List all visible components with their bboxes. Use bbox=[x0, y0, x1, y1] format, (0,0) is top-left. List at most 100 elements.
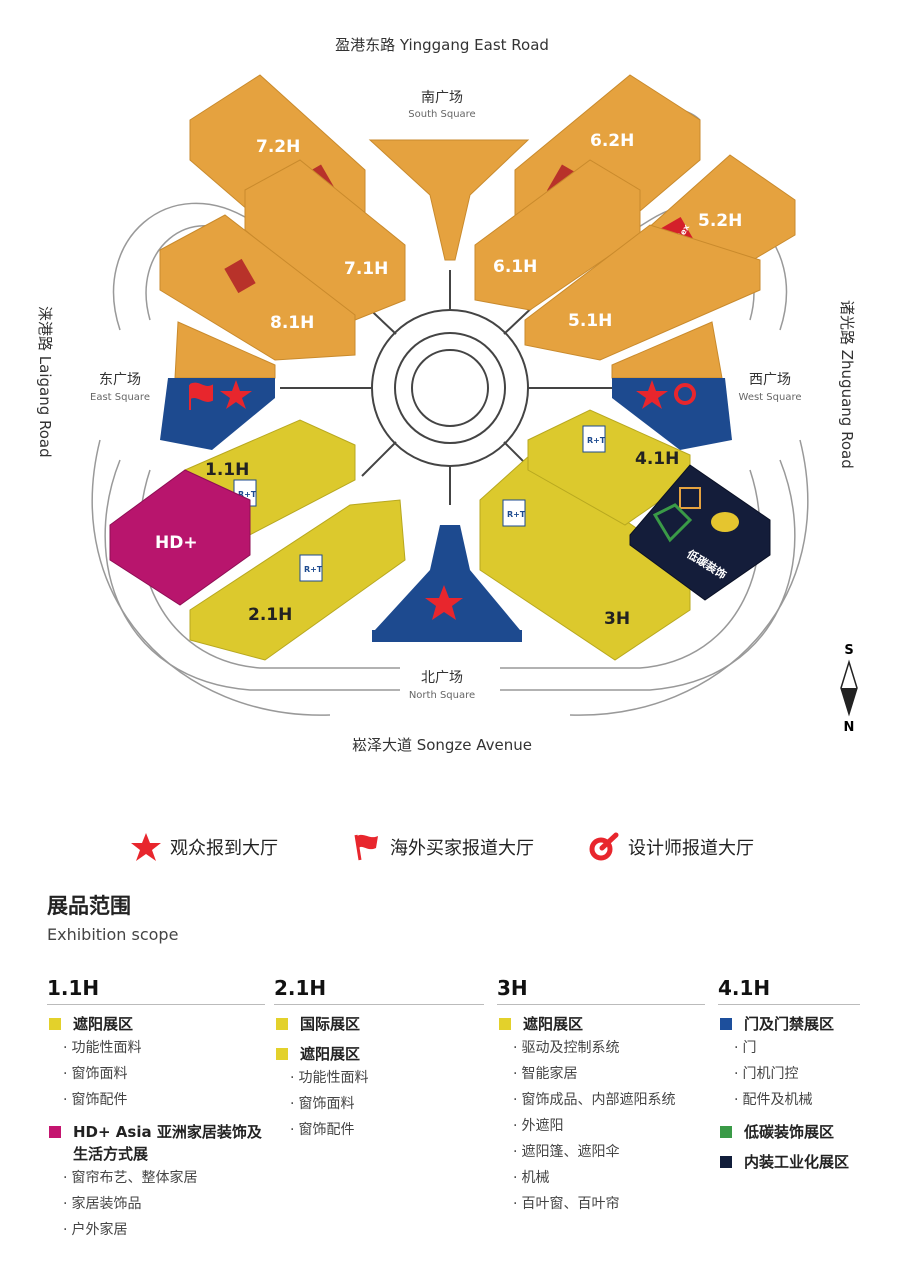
west-square-cn: 西广场 bbox=[749, 372, 791, 388]
road-west: 涞港路 Laigang Road bbox=[36, 306, 54, 458]
central-roundabout bbox=[280, 270, 620, 505]
legend-flag-label: 海外买家报道大厅 bbox=[390, 838, 534, 859]
scope-item: 配件及机械 bbox=[718, 1087, 860, 1113]
scope-hall-header: 4.1H bbox=[718, 976, 860, 1005]
scope-category: 国际展区 bbox=[274, 1013, 484, 1035]
legend-visitor-registration: 观众报到大厅 bbox=[130, 832, 278, 862]
north-square-cn: 北广场 bbox=[421, 670, 463, 686]
hall-4-1[interactable]: R+T 4.1H bbox=[527, 409, 691, 526]
scope-category: HD+ Asia 亚洲家居装饰及生活方式展 bbox=[47, 1121, 265, 1165]
west-square: 西广场 West Square bbox=[611, 321, 802, 450]
road-south: 崧泽大道 Songze Avenue bbox=[352, 736, 532, 754]
scope-column-1-1: 1.1H 遮阳展区 功能性面料 窗饰面料 窗饰配件 HD+ Asia 亚洲家居装… bbox=[47, 976, 265, 1243]
hall-label-4-1: 4.1H bbox=[635, 449, 679, 469]
category-label: 内装工业化展区 bbox=[744, 1153, 850, 1171]
scope-category: 遮阳展区 bbox=[47, 1013, 265, 1035]
south-square-cn: 南广场 bbox=[421, 90, 463, 106]
scope-category: 遮阳展区 bbox=[497, 1013, 705, 1035]
rt-badge-1-1: R+T bbox=[238, 490, 257, 499]
star-icon bbox=[636, 380, 668, 409]
rt-badge-4-1: R+T bbox=[587, 436, 606, 445]
category-label: 国际展区 bbox=[300, 1015, 361, 1033]
hall-label-1-1: 1.1H bbox=[205, 460, 249, 480]
category-label: 遮阳展区 bbox=[300, 1045, 361, 1063]
category-label: 门及门禁展区 bbox=[744, 1015, 835, 1033]
hall-label-8-1: 8.1H bbox=[270, 313, 314, 333]
scope-hall-header: 2.1H bbox=[274, 976, 484, 1005]
category-label: HD+ Asia 亚洲家居装饰及生活方式展 bbox=[73, 1123, 262, 1163]
scope-item: 机械 bbox=[497, 1165, 705, 1191]
hall-label-6-1: 6.1H bbox=[493, 257, 537, 277]
scope-subtitle: Exhibition scope bbox=[47, 925, 179, 944]
hall-7-1[interactable]: 7.1H bbox=[244, 159, 406, 321]
rt-badge-3: R+T bbox=[507, 510, 526, 519]
road-north: 盈港东路 Yinggang East Road bbox=[335, 36, 549, 54]
scope-item: 家居装饰品 bbox=[47, 1191, 265, 1217]
compass: S N bbox=[840, 643, 858, 735]
category-swatch bbox=[49, 1018, 61, 1030]
hall-label-5-1: 5.1H bbox=[568, 311, 612, 331]
designer-icon bbox=[589, 832, 619, 861]
star-icon bbox=[220, 380, 252, 409]
scope-item: 外遮阳 bbox=[497, 1113, 705, 1139]
scope-hall-header: 1.1H bbox=[47, 976, 265, 1005]
hall-5-1[interactable]: 5.1H bbox=[524, 224, 761, 361]
east-square-cn: 东广场 bbox=[99, 372, 141, 388]
category-swatch bbox=[276, 1018, 288, 1030]
scope-hall-header: 3H bbox=[497, 976, 705, 1005]
east-square-en: East Square bbox=[90, 392, 150, 403]
category-swatch bbox=[499, 1018, 511, 1030]
category-swatch bbox=[720, 1126, 732, 1138]
north-square: 北广场 North Square bbox=[372, 525, 522, 701]
scope-item: 百叶窗、百叶帘 bbox=[497, 1191, 705, 1217]
flag-icon bbox=[189, 382, 213, 410]
compass-s: S bbox=[844, 643, 853, 658]
hall-label-7-1: 7.1H bbox=[344, 259, 388, 279]
legend-star-label: 观众报到大厅 bbox=[170, 838, 278, 859]
flag-icon bbox=[354, 834, 378, 861]
category-label: 低碳装饰展区 bbox=[744, 1123, 835, 1141]
category-swatch bbox=[720, 1156, 732, 1168]
scope-item: 功能性面料 bbox=[47, 1035, 265, 1061]
hall-low-carbon[interactable]: 低碳装饰 bbox=[629, 464, 771, 601]
hd-logo: HD+ bbox=[155, 533, 198, 553]
scope-item: 窗饰配件 bbox=[274, 1117, 484, 1143]
scope-item: 窗饰面料 bbox=[47, 1061, 265, 1087]
scope-item: 门机门控 bbox=[718, 1061, 860, 1087]
category-swatch bbox=[276, 1048, 288, 1060]
scope-category: 门及门禁展区 bbox=[718, 1013, 860, 1035]
scope-column-3: 3H 遮阳展区 驱动及控制系统 智能家居 窗饰成品、内部遮阳系统 外遮阳 遮阳篷… bbox=[497, 976, 705, 1217]
category-label: 遮阳展区 bbox=[73, 1015, 134, 1033]
compass-n: N bbox=[844, 720, 855, 735]
hall-label-5-2: 5.2H bbox=[698, 211, 742, 231]
west-square-en: West Square bbox=[739, 392, 802, 403]
scope-item: 窗饰面料 bbox=[274, 1091, 484, 1117]
category-swatch bbox=[720, 1018, 732, 1030]
category-swatch bbox=[49, 1126, 61, 1138]
hall-8-1[interactable]: 8.1H bbox=[159, 214, 356, 361]
legend-overseas-buyer: 海外买家报道大厅 bbox=[352, 832, 534, 862]
rt-badge-2-1: R+T bbox=[304, 565, 323, 574]
south-square-en: South Square bbox=[408, 109, 475, 120]
scope-category: 遮阳展区 bbox=[274, 1043, 484, 1065]
star-icon bbox=[425, 585, 463, 620]
scope-title: 展品范围 bbox=[47, 894, 131, 918]
hall-hd-asia[interactable]: HD+ bbox=[109, 469, 251, 606]
scope-category: 内装工业化展区 bbox=[718, 1151, 860, 1173]
scope-category: 低碳装饰展区 bbox=[718, 1121, 860, 1143]
star-icon bbox=[131, 833, 161, 861]
scope-item: 智能家居 bbox=[497, 1061, 705, 1087]
category-label: 遮阳展区 bbox=[523, 1015, 584, 1033]
south-square: 南广场 South Square bbox=[368, 90, 530, 261]
hall-2-1[interactable]: R+T 2.1H bbox=[189, 499, 406, 661]
map-legend: 观众报到大厅 海外买家报道大厅 设计师报道大厅 bbox=[0, 832, 900, 872]
scope-column-4-1: 4.1H 门及门禁展区 门 门机门控 配件及机械 低碳装饰展区 内装工业化展区 bbox=[718, 976, 860, 1173]
scope-item: 户外家居 bbox=[47, 1217, 265, 1243]
hall-label-6-2: 6.2H bbox=[590, 131, 634, 151]
legend-designer: 设计师报道大厅 bbox=[588, 832, 754, 862]
scope-item: 门 bbox=[718, 1035, 860, 1061]
legend-designer-label: 设计师报道大厅 bbox=[628, 838, 754, 859]
hall-label-3: 3H bbox=[604, 609, 630, 629]
hall-label-7-2: 7.2H bbox=[256, 137, 300, 157]
north-square-en: North Square bbox=[409, 690, 475, 701]
